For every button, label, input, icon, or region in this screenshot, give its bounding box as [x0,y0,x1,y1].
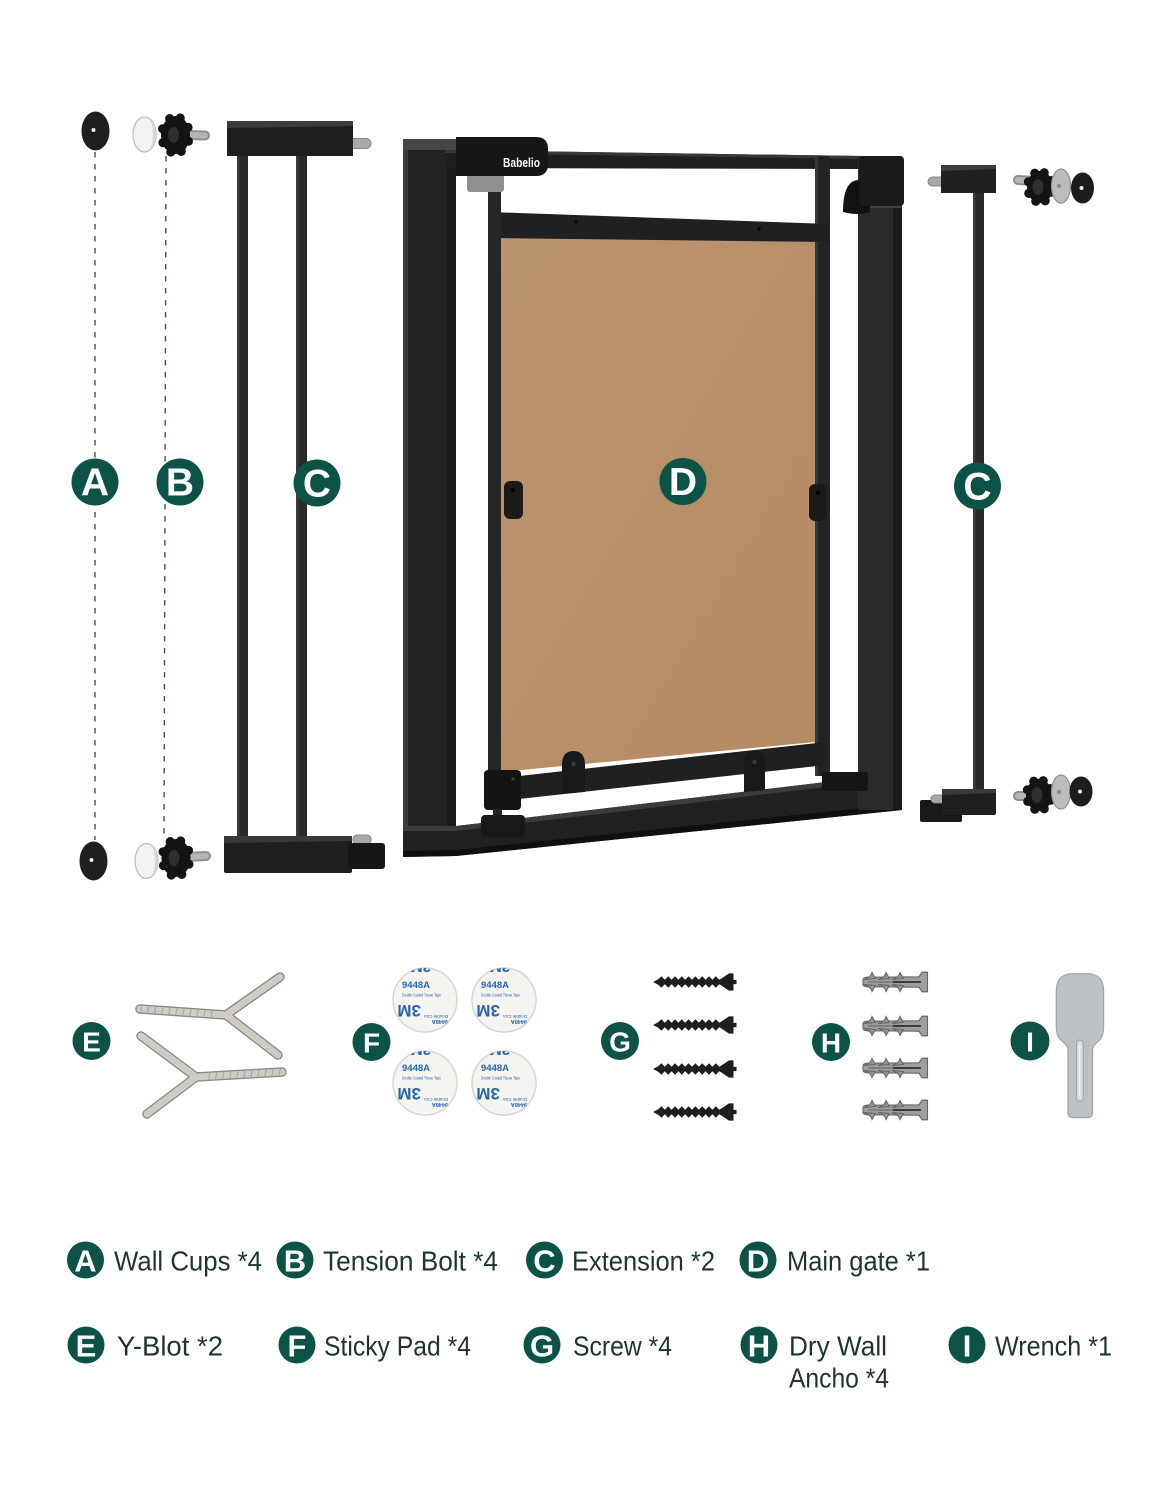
svg-text:9448A: 9448A [511,1018,527,1024]
svg-text:9448A: 9448A [432,1018,448,1024]
svg-text:Double Coa: Double Coa [424,1014,448,1019]
svg-text:9448A: 9448A [402,980,430,991]
svg-text:A: A [74,1244,96,1279]
svg-text:D: D [747,1244,769,1279]
svg-text:Wall Cups *4: Wall Cups *4 [114,1246,262,1277]
svg-text:Double Coa: Double Coa [503,1097,527,1102]
svg-text:Double Coated Tissue Tape: Double Coated Tissue Tape [402,1076,441,1081]
svg-text:Screw *4: Screw *4 [573,1331,672,1362]
svg-text:C: C [533,1244,555,1279]
svg-text:Double Coated Tissue Tape: Double Coated Tissue Tape [481,1076,520,1081]
svg-text:C: C [303,463,331,506]
svg-text:Extension *2: Extension *2 [572,1246,715,1277]
svg-text:G: G [609,1027,631,1058]
svg-text:F: F [363,1028,380,1059]
svg-text:Dry Wall: Dry Wall [789,1331,887,1362]
svg-text:3M: 3M [397,1001,421,1020]
svg-text:H: H [748,1329,770,1364]
svg-text:Main gate *1: Main gate *1 [787,1246,930,1277]
svg-text:E: E [76,1329,97,1364]
svg-text:D: D [669,461,697,504]
svg-text:9448A: 9448A [511,1101,527,1107]
svg-text:3M: 3M [489,1041,510,1058]
svg-text:3M: 3M [476,1001,500,1020]
svg-text:Babelio: Babelio [503,156,540,170]
svg-text:Tension Bolt *4: Tension Bolt *4 [323,1246,498,1277]
svg-text:Ancho *4: Ancho *4 [789,1363,889,1394]
svg-text:3M: 3M [410,1041,431,1058]
svg-text:3M: 3M [476,1084,500,1103]
svg-text:H: H [821,1028,841,1059]
svg-text:F: F [288,1329,307,1364]
svg-text:Double Coated Tissue Tape: Double Coated Tissue Tape [481,993,520,998]
svg-text:I: I [963,1329,972,1364]
svg-text:I: I [1026,1027,1034,1058]
svg-text:Double Coated Tissue Tape: Double Coated Tissue Tape [402,993,441,998]
svg-text:G: G [530,1329,554,1364]
svg-text:3M: 3M [410,958,431,975]
svg-text:B: B [284,1244,306,1279]
svg-text:C: C [963,466,991,509]
svg-text:A: A [81,462,109,505]
svg-text:B: B [166,462,194,505]
svg-text:Double Coa: Double Coa [503,1014,527,1019]
svg-text:3M: 3M [489,958,510,975]
svg-text:Sticky Pad *4: Sticky Pad *4 [324,1331,471,1362]
svg-text:9448A: 9448A [481,1063,509,1074]
svg-text:E: E [82,1027,101,1058]
svg-text:3M: 3M [397,1084,421,1103]
svg-text:Y-Blot *2: Y-Blot *2 [117,1331,223,1362]
svg-text:9448A: 9448A [481,980,509,991]
svg-text:9448A: 9448A [402,1063,430,1074]
svg-text:9448A: 9448A [432,1101,448,1107]
svg-text:Wrench *1: Wrench *1 [995,1331,1112,1362]
svg-text:Double Coa: Double Coa [424,1097,448,1102]
